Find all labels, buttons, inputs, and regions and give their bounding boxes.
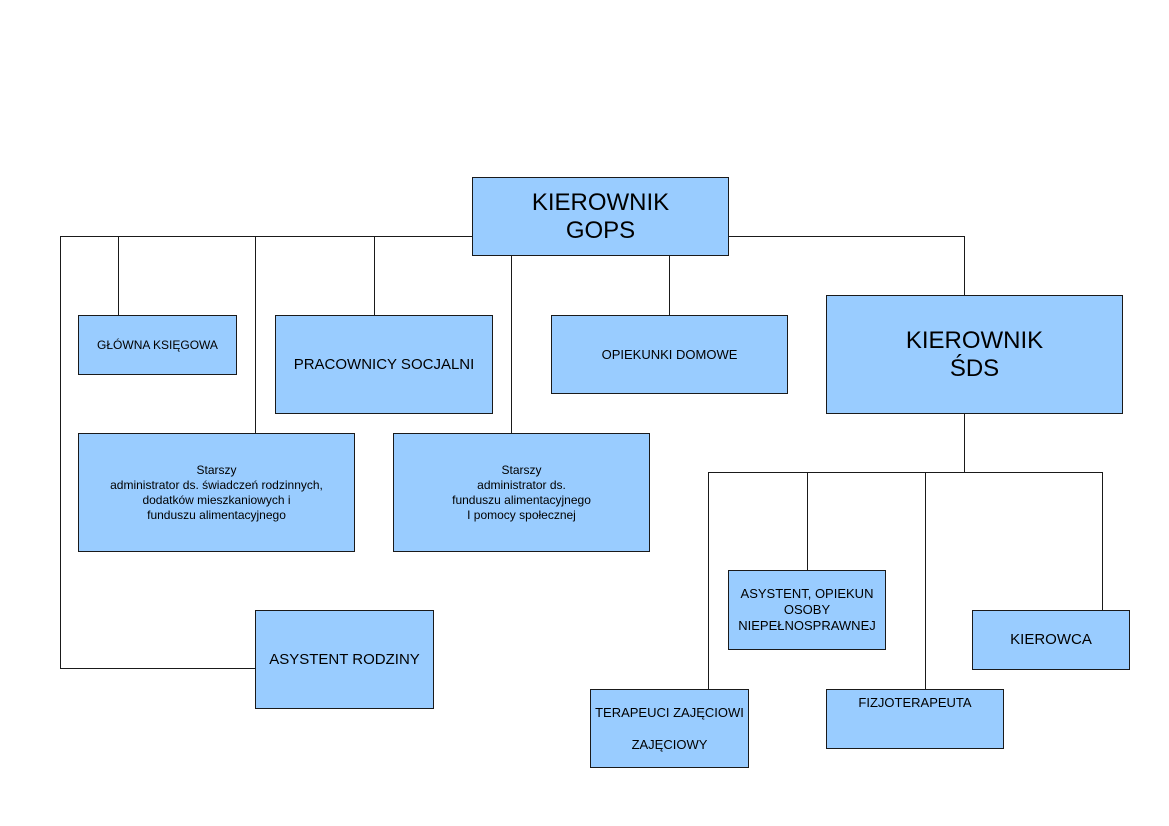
node-starszy-administrator-1: Starszy administrator ds. świadczeń rodz… xyxy=(78,433,355,552)
node-fizjoterapeuta: FIZJOTERAPEUTA xyxy=(826,689,1004,749)
node-glowna-ksiegowa: GŁÓWNA KSIĘGOWA xyxy=(78,315,237,375)
node-asystent-opiekun: ASYSTENT, OPIEKUN OSOBY NIEPEŁNOSPRAWNEJ xyxy=(728,570,886,650)
node-starszy-administrator-2: Starszy administrator ds. funduszu alime… xyxy=(393,433,650,552)
node-terapeuci: TERAPEUCI ZAJĘCIOWI ZAJĘCIOWY xyxy=(590,689,749,768)
node-asystent-rodziny: ASYSTENT RODZINY xyxy=(255,610,434,709)
node-kierowca: KIEROWCA xyxy=(972,610,1130,670)
node-kierownik-gops: KIEROWNIK GOPS xyxy=(472,177,729,256)
node-kierownik-sds: KIEROWNIK ŚDS xyxy=(826,295,1123,414)
node-opiekunki-domowe: OPIEKUNKI DOMOWE xyxy=(551,315,788,394)
node-pracownicy-socjalni: PRACOWNICY SOCJALNI xyxy=(275,315,493,414)
